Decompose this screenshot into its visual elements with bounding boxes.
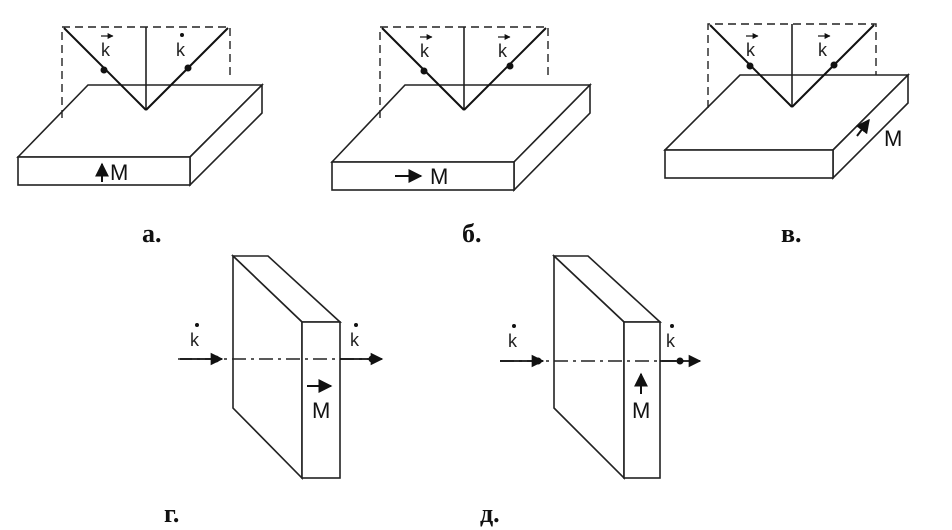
rays-c bbox=[709, 24, 875, 108]
plane-of-incidence-a bbox=[61, 26, 231, 118]
panel-d: k k M г. bbox=[164, 254, 384, 528]
k-label: k bbox=[176, 40, 186, 60]
beam-e bbox=[500, 354, 702, 368]
panel-e: k k M д. bbox=[480, 254, 702, 528]
m-label: M bbox=[110, 160, 128, 185]
panel-a: k k M а. bbox=[16, 26, 264, 248]
k-vector-incident-c: k bbox=[746, 33, 759, 60]
slab-c bbox=[663, 73, 910, 180]
panel-c: k k M в. bbox=[663, 23, 910, 248]
panel-label-a: а. bbox=[142, 219, 162, 248]
k-label: k bbox=[420, 41, 430, 61]
k-label: k bbox=[746, 40, 756, 60]
k-label: k bbox=[190, 330, 200, 350]
k-label: k bbox=[508, 331, 518, 351]
m-label: M bbox=[430, 164, 448, 189]
slab-e bbox=[551, 254, 663, 480]
k-vector-incident-d: k bbox=[190, 323, 200, 350]
rays-b bbox=[381, 27, 547, 111]
magnetization-b: M bbox=[395, 164, 448, 189]
k-vector-reflected-b: k bbox=[498, 34, 511, 61]
m-label: M bbox=[632, 398, 650, 423]
k-vector-transmitted-d: k bbox=[350, 323, 360, 350]
plane-of-incidence-b bbox=[379, 26, 549, 118]
k-label: k bbox=[350, 330, 360, 350]
k-vector-reflected-a: k bbox=[176, 33, 186, 60]
slab-d bbox=[231, 254, 343, 480]
k-label: k bbox=[498, 41, 508, 61]
magnetization-e: M bbox=[632, 372, 650, 423]
panel-label-c: в. bbox=[781, 219, 802, 248]
beam-d bbox=[178, 352, 384, 366]
k-label: k bbox=[666, 331, 676, 351]
slab-a bbox=[16, 83, 264, 187]
k-vector-transmitted-e: k bbox=[666, 324, 676, 351]
k-vector-incident-b: k bbox=[420, 34, 433, 61]
rays-a bbox=[63, 27, 229, 111]
k-vector-reflected-c: k bbox=[818, 33, 831, 60]
panel-b: k k M б. bbox=[330, 26, 592, 248]
k-label: k bbox=[101, 40, 111, 60]
m-label: M bbox=[884, 126, 902, 151]
plane-of-incidence-c bbox=[707, 23, 877, 108]
magnetization-a: M bbox=[95, 160, 128, 185]
panel-label-e: д. bbox=[480, 499, 500, 528]
m-label: M bbox=[312, 398, 330, 423]
panel-label-d: г. bbox=[164, 499, 179, 528]
k-vector-incident-e: k bbox=[508, 324, 518, 351]
panel-label-b: б. bbox=[462, 219, 482, 248]
k-vector-incident-a: k bbox=[101, 33, 114, 60]
k-label: k bbox=[818, 40, 828, 60]
magnetization-d: M bbox=[307, 379, 333, 423]
magnetization-c: M bbox=[855, 118, 902, 151]
slab-b bbox=[330, 83, 592, 192]
